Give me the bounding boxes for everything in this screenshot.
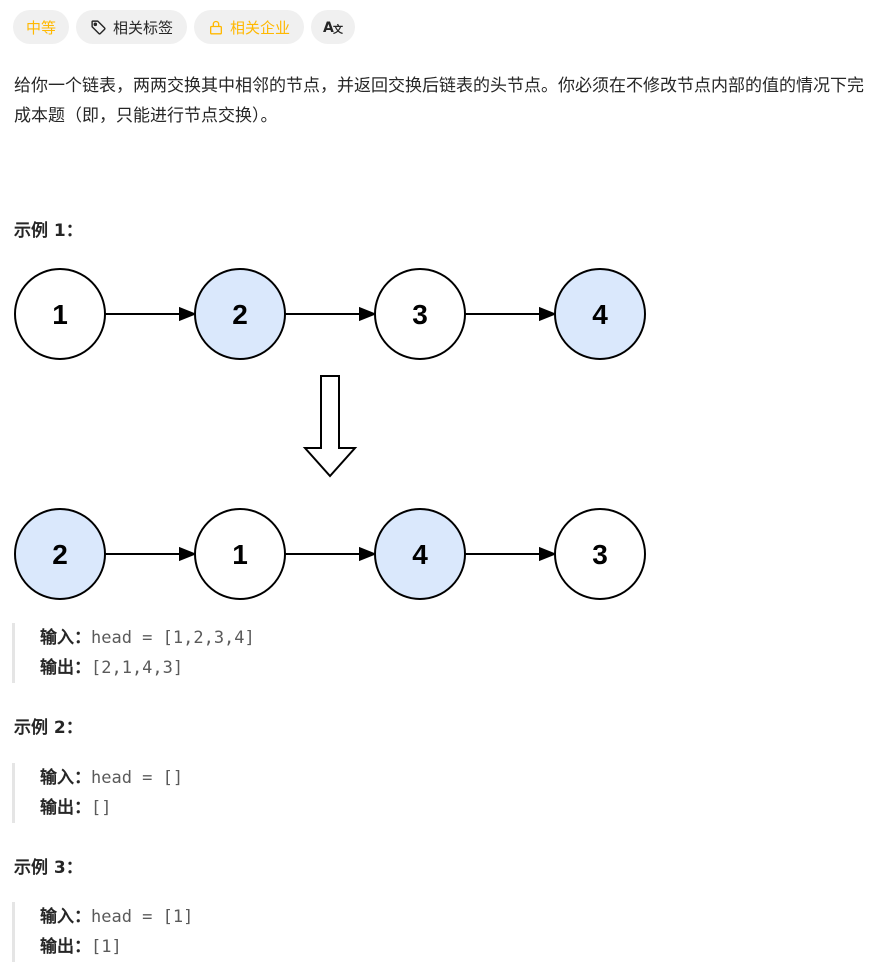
linked-list-swap-diagram: 1 2 3 4 2 1 4 3 — [14, 268, 646, 600]
after-node-4: 4 — [374, 508, 466, 600]
svg-text:A: A — [323, 20, 334, 35]
before-node-2: 2 — [194, 268, 286, 360]
after-node-3: 3 — [554, 508, 646, 600]
svg-text:4: 4 — [412, 539, 428, 570]
before-node-3: 3 — [374, 268, 466, 360]
input-label: 输入： — [40, 768, 91, 788]
input-value: head = [1] — [91, 907, 194, 927]
output-value: [] — [91, 798, 112, 818]
svg-text:2: 2 — [52, 539, 68, 570]
related-tags-label: 相关标签 — [113, 18, 174, 37]
svg-text:3: 3 — [412, 299, 428, 330]
problem-description: 给你一个链表，两两交换其中相邻的节点，并返回交换后链表的头节点。你必须在不修改节… — [14, 76, 864, 126]
example-2-block: 输入：head = [] 输出：[] — [12, 763, 183, 823]
related-tags-button[interactable]: 相关标签 — [76, 10, 188, 44]
after-node-1: 1 — [194, 508, 286, 600]
tag-bar: 中等 相关标签 相关企业 A 文 — [13, 10, 356, 44]
difficulty-label: 中等 — [26, 18, 57, 37]
example-1-block: 输入：head = [1,2,3,4] 输出：[2,1,4,3] — [12, 623, 255, 683]
before-node-4: 4 — [554, 268, 646, 360]
svg-text:3: 3 — [592, 539, 608, 570]
example-2-title: 示例 2： — [14, 718, 83, 738]
swap-down-arrow — [302, 375, 358, 478]
output-label: 输出： — [40, 798, 91, 818]
output-label: 输出： — [40, 658, 91, 678]
svg-text:文: 文 — [333, 23, 343, 35]
example-1-title: 示例 1： — [14, 221, 83, 241]
translate-icon: A 文 — [323, 19, 343, 35]
example-3-title: 示例 3： — [14, 858, 83, 878]
tag-icon — [90, 19, 107, 36]
output-value: [2,1,4,3] — [91, 658, 184, 678]
related-companies-button[interactable]: 相关企业 — [194, 10, 305, 44]
svg-text:1: 1 — [52, 299, 68, 330]
input-value: head = [] — [91, 768, 184, 788]
input-label: 输入： — [40, 628, 91, 648]
difficulty-badge[interactable]: 中等 — [13, 10, 70, 44]
related-companies-label: 相关企业 — [230, 18, 291, 37]
translate-button[interactable]: A 文 — [311, 10, 356, 44]
svg-text:4: 4 — [592, 299, 608, 330]
output-label: 输出： — [40, 937, 91, 957]
before-node-1: 1 — [14, 268, 106, 360]
svg-text:1: 1 — [232, 539, 248, 570]
output-value: [1] — [91, 937, 122, 957]
after-node-2: 2 — [14, 508, 106, 600]
svg-text:2: 2 — [232, 299, 248, 330]
input-label: 输入： — [40, 907, 91, 927]
lock-icon — [208, 19, 224, 36]
input-value: head = [1,2,3,4] — [91, 628, 255, 648]
example-3-block: 输入：head = [1] 输出：[1] — [12, 902, 193, 962]
